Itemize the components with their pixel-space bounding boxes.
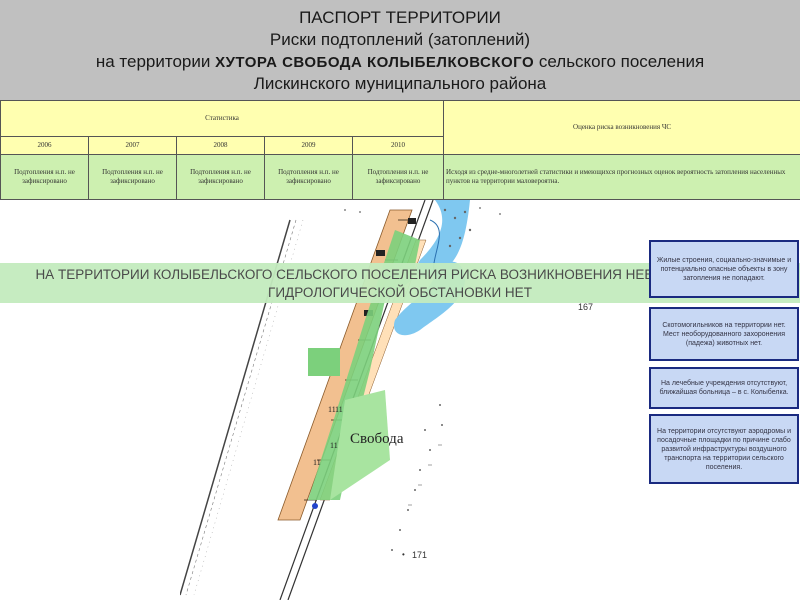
well-marker: [312, 503, 318, 509]
note-residential: Жилые строения, социально-значимые и пот…: [649, 240, 799, 298]
risk-banner-line2: ГИДРОЛОГИЧЕСКОЙ ОБСТАНОВКИ НЕТ: [268, 285, 532, 300]
territory-line: на территории ХУТОРА СВОБОДА КОЛЫБЕЛКОВС…: [0, 52, 800, 73]
district-line: Лискинского муниципального района: [253, 74, 547, 93]
green-zone: [330, 390, 390, 500]
year-cell: Подтопления н.п. не зафиксировано: [351, 154, 445, 200]
house-mark: 11: [328, 405, 336, 414]
risk-banner-line1: НА ТЕРРИТОРИИ КОЛЫБЕЛЬСКОГО СЕЛЬСКОГО ПО…: [35, 267, 765, 282]
village-label: Свобода: [350, 431, 404, 447]
territory-name: ХУТОРА СВОБОДА КОЛЫБЕЛКОВСКОГО: [215, 54, 535, 71]
territory-suffix: сельского поселения: [538, 52, 705, 71]
note-medical: На лечебные учреждения отсутствуют, ближ…: [649, 367, 799, 409]
house-mark: 11: [335, 405, 343, 414]
page-header: ПАСПОРТ ТЕРРИТОРИИ Риски подтоплений (за…: [0, 0, 800, 100]
year-cell: Подтопления н.п. не зафиксировано: [0, 154, 89, 200]
page-subtitle: Риски подтоплений (затоплений): [269, 30, 531, 49]
risk-assessment-cell: Исходя из средне-многолетней статистики …: [443, 154, 800, 200]
year-cell: Подтопления н.п. не зафиксировано: [176, 154, 265, 200]
year-header: 2007: [88, 136, 177, 155]
house-mark: 11: [313, 458, 321, 467]
green-square: [308, 348, 340, 376]
svg-text:•: •: [402, 550, 405, 559]
topographic-map: 11 11 11 11 Свобода 167 171 •: [180, 200, 650, 600]
elevation-mark: 167: [578, 302, 593, 312]
statistics-table: Статистика Оценка риска возникновения ЧС…: [0, 100, 800, 200]
year-cell: Подтопления н.п. не зафиксировано: [88, 154, 177, 200]
green-zone: [308, 230, 420, 500]
year-header: 2008: [176, 136, 265, 155]
water-body: [416, 200, 470, 278]
year-header: 2006: [0, 136, 89, 155]
territory-prefix: на территории: [95, 52, 211, 71]
risk-assessment-header: Оценка риска возникновения ЧС: [443, 100, 800, 155]
house-mark: 11: [330, 441, 338, 450]
page-title: ПАСПОРТ ТЕРРИТОРИИ: [299, 8, 501, 27]
elevation-mark: 171: [412, 550, 427, 560]
note-airfields: На территории отсутствуют аэродромы и по…: [649, 414, 799, 484]
statistics-group-header: Статистика: [0, 100, 445, 137]
year-header: 2010: [351, 136, 445, 155]
year-cell: Подтопления н.п. не зафиксировано: [264, 154, 353, 200]
note-cattle-burial: Скотомогильников на территории нет. Мест…: [649, 307, 799, 361]
year-header: 2009: [264, 136, 353, 155]
